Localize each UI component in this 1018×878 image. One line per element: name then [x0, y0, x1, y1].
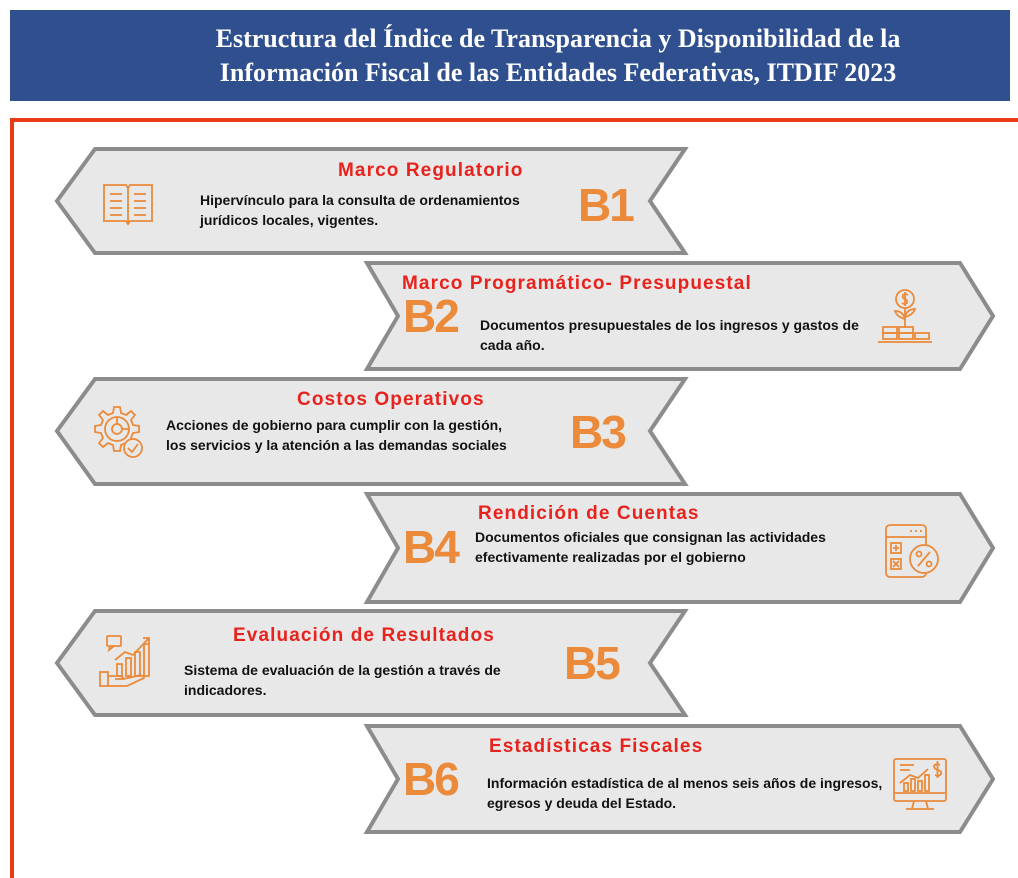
block-b2-title: Marco Programático- Presupuestal	[402, 273, 752, 294]
arrow-b1	[54, 147, 689, 255]
arrow-b6	[363, 724, 996, 834]
block-b3-title: Costos Operativos	[297, 389, 485, 410]
header-banner: Estructura del Índice de Transparencia y…	[10, 10, 1010, 101]
calculator-percent-icon	[885, 524, 939, 578]
arrow-shapes	[54, 147, 996, 834]
arrow-b4	[363, 492, 996, 604]
book-icon	[103, 184, 153, 226]
block-b4-code: B4	[403, 521, 460, 573]
arrow-b2	[363, 261, 996, 371]
block-b1-description: Hipervínculo para la consulta de ordenam…	[200, 192, 520, 228]
block-b1-code: B1	[578, 179, 635, 231]
block-b6-title: Estadísticas Fiscales	[489, 736, 704, 757]
header-title-line-2: Información Fiscal de las Entidades Fede…	[219, 57, 897, 87]
gear-check-icon	[94, 406, 143, 458]
block-b6-description: Información estadística de al menos seis…	[487, 775, 883, 811]
arrow-b3	[54, 377, 689, 486]
block-b3-code: B3	[570, 406, 627, 458]
monitor-stats-icon	[893, 758, 947, 810]
block-b6-code: B6	[403, 753, 460, 805]
content-frame	[10, 118, 1018, 878]
money-growth-icon	[878, 289, 932, 343]
header-title-line-1: Estructura del Índice de Transparencia y…	[215, 23, 901, 53]
block-b1-title: Marco Regulatorio	[338, 160, 524, 181]
block-b3-description: Acciones de gobierno para cumplir con la…	[166, 417, 507, 453]
block-b4-title: Rendición de Cuentas	[478, 503, 700, 524]
block-b4-description: Documentos oficiales que consignan las a…	[475, 529, 826, 565]
block-b2-description: Documentos presupuestales de los ingreso…	[480, 317, 859, 353]
block-b5-title: Evaluación de Resultados	[233, 625, 495, 646]
block-b5-code: B5	[564, 637, 621, 689]
block-b5-description: Sistema de evaluación de la gestión a tr…	[184, 662, 501, 698]
arrow-b5	[54, 609, 689, 717]
block-b2-code: B2	[403, 290, 460, 342]
hand-chart-icon	[99, 635, 150, 687]
